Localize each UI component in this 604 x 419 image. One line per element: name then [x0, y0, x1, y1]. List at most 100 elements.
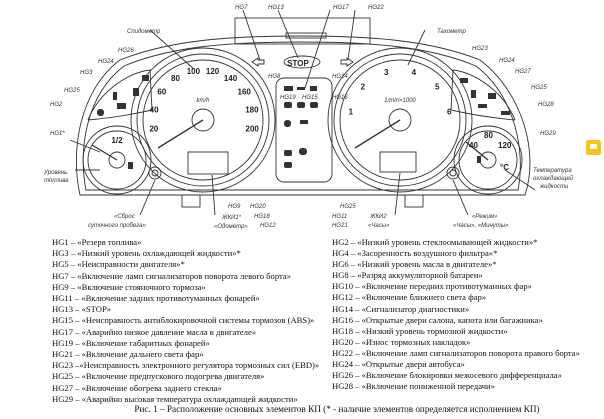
oil-pressure-icon — [297, 87, 305, 90]
dial-tick-label: 160 — [238, 88, 252, 97]
parking-brake-icon — [284, 120, 291, 127]
list-item: HG2 – «Низкий уровень стеклоомывающей жи… — [332, 237, 538, 247]
callout-lcd1-2: «Одометр» — [214, 224, 248, 230]
callout-hg27: HG27 — [515, 69, 531, 75]
callout-hg14: HG14 — [332, 74, 348, 80]
callout-mode-1: «Режим» — [472, 214, 498, 220]
list-item: HG8 – «Разряд аккумуляторной батареи» — [332, 270, 483, 281]
callout-hg15: HG15 — [302, 95, 318, 101]
temp-tick: 120 — [498, 141, 512, 150]
callout-hg18: HG18 — [254, 214, 270, 220]
callout-hg4: HG24 — [499, 58, 515, 64]
list-item: HG19 – «Включение габаритных фонарей» — [52, 337, 210, 348]
callout-hg19: HG19 — [280, 95, 296, 101]
list-item: HG28 – «Включение пониженной передачи» — [332, 381, 495, 392]
fuel-gauge — [82, 125, 152, 195]
figure-caption: Рис. 1 – Расположение основных элементов… — [134, 404, 540, 414]
callout-hg20: HG20 — [250, 204, 266, 210]
list-item: HG13 – «STOP» — [52, 304, 112, 315]
air-filter-icon — [133, 88, 139, 96]
list-item: HG16 – «Открытые двери салона, капота ил… — [332, 314, 543, 325]
engine-icon — [117, 103, 126, 109]
diagnostics-icon — [310, 86, 317, 91]
list-item: HG20 – «Износ тормозных накладок» — [332, 336, 471, 347]
list-item: HG12 – «Включение ближнего света фар» — [332, 292, 487, 303]
list-item: HG15 – «Неисправность антиблокировочной … — [52, 315, 315, 326]
dial-tick-label: 140 — [224, 74, 238, 83]
temperature-gauge — [453, 125, 523, 195]
list-item: HG17 – «Аварийно низкое давление масла в… — [52, 326, 257, 337]
ebd-icon — [297, 102, 305, 108]
callout-hg13: HG13 — [268, 5, 284, 11]
callout-fuel-2: топлива — [44, 178, 69, 184]
list-item: HG6 – «Низкий уровень масла в двигателе»… — [332, 259, 497, 270]
callout-temp-2: охлаждающей — [533, 175, 574, 182]
left-indicator-list: HG1 – «Резерв топлива»HG3 – «Низкий уров… — [52, 237, 319, 405]
list-item: HG4 – «Засоренность воздушного фильтра»* — [332, 248, 498, 259]
trip-reset-button — [148, 166, 162, 180]
dial-tick-label: 120 — [206, 67, 220, 76]
coolant-temp-icon — [477, 156, 481, 163]
fuel-half-label: 1/2 — [111, 136, 123, 145]
list-item: HG25 – «Включение предпускового подогрев… — [52, 371, 265, 382]
fog-lamp-icon — [299, 148, 307, 155]
callout-mode-2: «Часы», «Минуты» — [453, 223, 509, 229]
bus-door-icon — [471, 90, 476, 98]
dial-tick-label: 80 — [171, 74, 180, 83]
callout-hg28: HG28 — [538, 102, 554, 108]
door-icon — [310, 102, 318, 108]
list-item: HG24 – «Открытые двери автобуса» — [332, 359, 465, 370]
kmh-label: km/h — [196, 98, 210, 104]
list-item: HG22 – «Включение ламп сигнализаторов по… — [332, 347, 580, 358]
callout-lcd2-1: ЖКИ2 — [369, 214, 387, 220]
callout-hg1: HG1* — [50, 131, 65, 137]
dial-tick-label: 60 — [157, 88, 166, 97]
dial-tick-label: 5 — [435, 83, 440, 92]
callout-hg24: HG24 — [98, 59, 114, 65]
callout-hg26: HG26 — [118, 48, 134, 54]
right-indicator-list: HG2 – «Низкий уровень стеклоомывающей жи… — [332, 237, 580, 392]
dial-tick-label: 20 — [149, 125, 158, 134]
abs-icon — [284, 102, 292, 108]
glow-plug-icon — [460, 78, 468, 83]
callout-speedometer: Спидометр — [127, 29, 161, 35]
list-item: HG18 – «Низкий уровень тормозной жидкост… — [332, 325, 508, 336]
list-item: HG5 – «Неисправности двигателя»* — [52, 259, 185, 270]
dial-tick-label: 4 — [412, 68, 417, 77]
dial-tick-label: 200 — [246, 125, 260, 134]
top-panel — [234, 17, 371, 45]
battery-icon — [284, 86, 293, 91]
callout-hg6: HG25 — [531, 85, 547, 91]
cluster-outline — [75, 35, 531, 196]
oil-level-icon — [142, 75, 149, 81]
callout-reset-2: суточного пробега» — [88, 223, 146, 229]
temp-tick: 80 — [484, 131, 493, 140]
list-item: HG29 – «Аварийно высокая температура охл… — [52, 393, 298, 404]
low-beam-icon — [284, 162, 292, 168]
list-item: HG11 – «Включение задних противотуманных… — [52, 293, 260, 304]
center-warning-panel — [275, 77, 333, 183]
temp-tick: 40 — [469, 141, 478, 150]
dial-tick-label: 40 — [150, 105, 159, 114]
feedback-button[interactable] — [586, 140, 601, 155]
dial-tick-label: 1 — [349, 107, 354, 116]
callout-hg3: HG3 — [80, 70, 93, 76]
dial-tick-label: 6 — [447, 107, 452, 116]
callout-hg21: HG21 — [332, 223, 348, 229]
callout-hg29: HG29 — [540, 131, 556, 137]
mode-button — [446, 166, 460, 180]
list-item: HG27 – «Включение обогрева заднего стекл… — [52, 382, 222, 393]
callout-lcd1-1: ЖКИ1* — [221, 215, 242, 221]
stop-text: STOP — [287, 59, 309, 68]
callout-hg7: HG7 — [235, 5, 248, 11]
side-lights-icon — [300, 120, 308, 124]
list-item: HG14 – «Сигнализатор диагностики» — [332, 303, 470, 314]
callout-temp-3: жидкости — [539, 184, 569, 190]
high-beam-icon — [284, 150, 292, 156]
dial-tick-label: 3 — [384, 68, 389, 77]
list-item: HG9 – «Включение стояночного тормоза» — [52, 281, 206, 292]
callout-hg23: HG23 — [472, 46, 488, 52]
low-gear-icon — [501, 111, 510, 115]
tachometer — [327, 47, 473, 193]
